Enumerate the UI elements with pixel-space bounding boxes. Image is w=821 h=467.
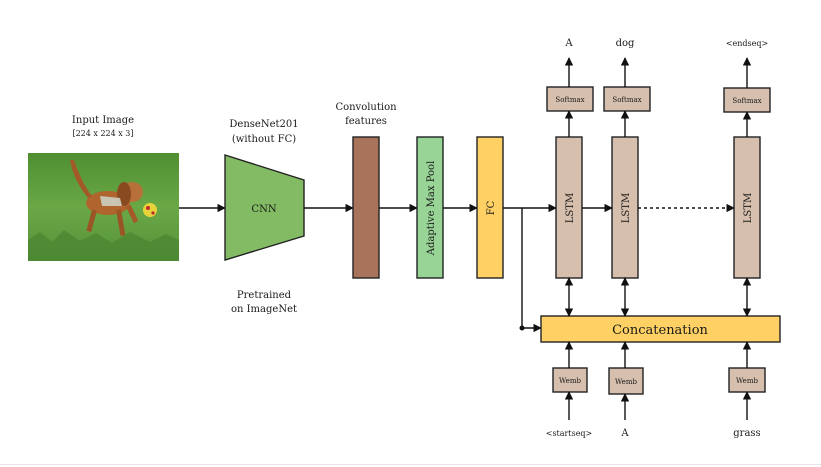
input-word-2: A (620, 428, 629, 439)
softmax-block-3 (723, 87, 771, 113)
cnn-note: (without FC) (232, 134, 296, 145)
input-size: [224 x 224 x 3] (72, 129, 133, 138)
input-photo (28, 153, 179, 261)
wemb-label-3: Wemb (736, 377, 758, 385)
lstm-label-1: LSTM (565, 193, 576, 223)
cnn-label: CNN (251, 204, 276, 215)
cnn-block (224, 154, 305, 261)
concatenation-block (540, 315, 781, 343)
output-word-3: <endseq> (726, 39, 768, 48)
fc-label: FC (486, 200, 497, 215)
softmax-label-2: Softmax (612, 96, 641, 104)
conv-title-line2: features (345, 116, 387, 127)
output-word-2: dog (616, 38, 635, 49)
softmax-block-2 (603, 86, 651, 112)
wemb-label-2: Wemb (615, 378, 637, 386)
conv-title-line1: Convolution (335, 102, 397, 113)
softmax-label-3: Softmax (732, 97, 761, 105)
input-word-1: <startseq> (546, 429, 593, 438)
lstm-label-2: LSTM (621, 193, 632, 223)
fc-block (476, 136, 504, 279)
output-word-1: A (564, 38, 573, 49)
lstm-block-1 (555, 136, 583, 279)
lstm-block-2 (611, 136, 639, 279)
junction-dot (519, 325, 525, 331)
cnn-pretrained-line2: on ImageNet (231, 304, 297, 315)
cnn-name: DenseNet201 (229, 119, 298, 130)
lstm-label-3: LSTM (743, 193, 754, 223)
input-word-3: grass (733, 428, 760, 439)
softmax-label-1: Softmax (555, 96, 584, 104)
conv-features-block (352, 136, 380, 279)
cnn-pretrained-line1: Pretrained (237, 290, 292, 301)
input-title: Input Image (72, 115, 134, 126)
bottom-divider (0, 464, 821, 465)
concatenation-label: Concatenation (612, 323, 708, 338)
adaptive-max-pool-label: Adaptive Max Pool (426, 161, 437, 257)
wemb-label-1: Wemb (559, 377, 581, 385)
